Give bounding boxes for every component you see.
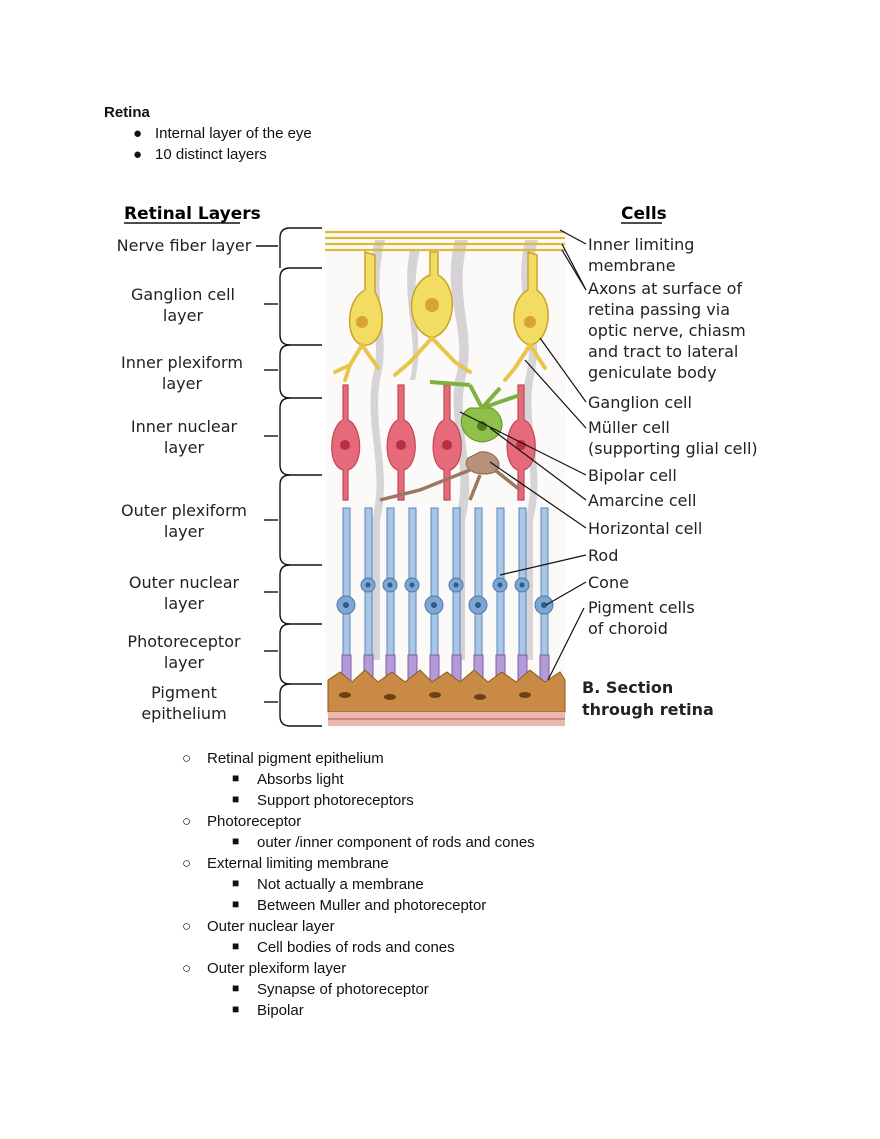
outline-text: External limiting membrane [207,855,389,872]
square-bullet-icon: ■ [232,981,240,995]
figure-right-header: Cells [621,204,667,224]
figure-caption: B. Section [582,678,673,697]
outline-text: Synapse of photoreceptor [257,981,429,998]
layer-label-pigment: Pigment [151,683,217,702]
layer-label-outer-plexiform: Outer plexiform [121,501,247,520]
square-bullet-icon: ■ [232,834,240,848]
layer-label-inner-nuclear-2: layer [164,438,205,457]
square-bullet-icon: ■ [232,939,240,953]
layer-label-outer-nuclear: Outer nuclear [129,573,240,592]
outline-text: Not actually a membrane [257,876,424,893]
cell-label-axons-5: geniculate body [588,363,717,382]
cell-label-amarcine: Amarcine cell [588,491,696,510]
layer-label-photoreceptor-2: layer [164,653,205,672]
layer-label-outer-plexiform-2: layer [164,522,205,541]
layer-label-inner-plexiform: Inner plexiform [121,353,243,372]
hollow-circle-icon: ○ [182,855,192,872]
cell-label-axons: Axons at surface of [588,279,742,298]
outline-text: Bipolar [257,1002,304,1019]
outline-text: Support photoreceptors [257,792,414,809]
cell-label-inner-limiting-2: membrane [588,256,676,275]
cell-label-axons-2: retina passing via [588,300,730,319]
outline-text: Outer nuclear layer [207,918,335,935]
retina-illustration [325,228,566,728]
outline-text: Between Muller and photoreceptor [257,897,487,914]
cell-label-muller-2: (supporting glial cell) [588,439,758,458]
layer-label-ganglion-2: layer [163,306,204,325]
cell-label-axons-4: and tract to lateral [588,342,738,361]
cell-label-pigment-cells-2: of choroid [588,619,668,638]
bullet-text: 10 distinct layers [155,146,267,163]
layer-label-outer-nuclear-2: layer [164,594,205,613]
outline-text: Absorbs light [257,771,344,788]
layer-label-nerve-fiber: Nerve fiber layer [117,236,252,255]
outline-text: Cell bodies of rods and cones [257,939,455,956]
hollow-circle-icon: ○ [182,918,192,935]
square-bullet-icon: ■ [232,876,240,890]
figure-left-header: Retinal Layers [124,204,261,224]
page-title: Retina [104,104,150,121]
outline-text: outer /inner component of rods and cones [257,834,535,851]
cell-label-cone: Cone [588,573,629,592]
cell-label-muller: Müller cell [588,418,670,437]
layer-label-pigment-2: epithelium [141,704,226,723]
cell-label-axons-3: optic nerve, chiasm [588,321,746,340]
layer-label-inner-nuclear: Inner nuclear [131,417,238,436]
layer-label-inner-plexiform-2: layer [162,374,203,393]
bullet-text: Internal layer of the eye [155,125,312,142]
figure-caption-2: through retina [582,700,714,719]
layer-label-ganglion: Ganglion cell [131,285,235,304]
outline-text: Outer plexiform layer [207,960,347,977]
bullet-dot-icon: ● [133,146,143,163]
square-bullet-icon: ■ [232,897,240,911]
outline-text: Retinal pigment epithelium [207,750,384,767]
bullet-dot-icon: ● [133,125,143,142]
retina-figure: Retinal Layers Cells [117,204,758,728]
cell-leader-lines [459,229,587,681]
square-bullet-icon: ■ [232,792,240,806]
cell-label-rod: Rod [588,546,618,565]
cell-label-inner-limiting: Inner limiting [588,235,694,254]
cell-label-ganglion: Ganglion cell [588,393,692,412]
cell-label-bipolar: Bipolar cell [588,466,677,485]
cell-label-horizontal: Horizontal cell [588,519,702,538]
layer-brackets [256,227,322,727]
hollow-circle-icon: ○ [182,750,192,767]
layer-label-photoreceptor: Photoreceptor [127,632,241,651]
outline-text: Photoreceptor [207,813,302,830]
cell-label-pigment-cells: Pigment cells [588,598,695,617]
hollow-circle-icon: ○ [182,960,192,977]
square-bullet-icon: ■ [232,771,240,785]
square-bullet-icon: ■ [232,1002,240,1016]
hollow-circle-icon: ○ [182,813,192,830]
